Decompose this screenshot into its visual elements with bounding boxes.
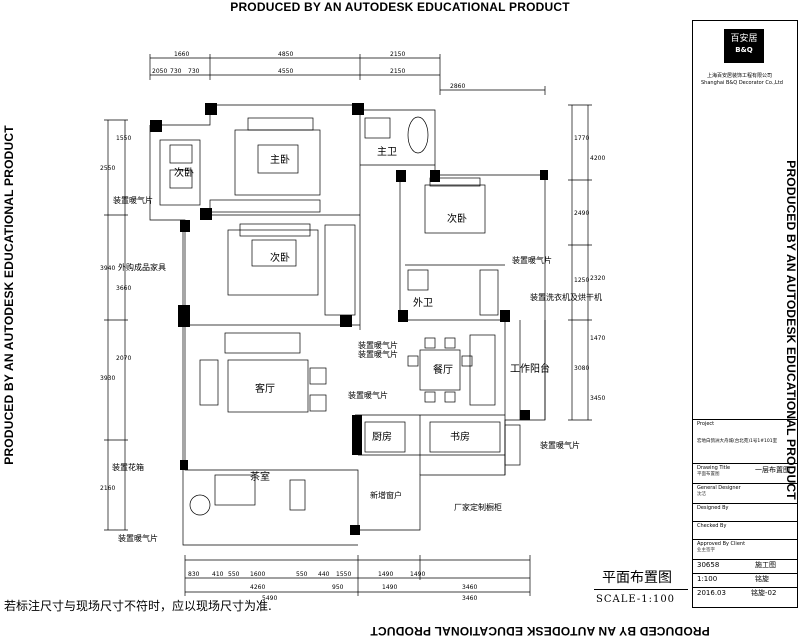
drawing-title-value: 平面布置图 <box>697 472 720 477</box>
dim-right-8: 3450 <box>590 395 605 402</box>
plan-title: 平面布置图 <box>602 570 672 586</box>
title-block: 百安居 B&Q 上海百安居装饰工程有限公司 Shanghai B&Q Decor… <box>692 20 798 608</box>
logo-en: B&Q <box>735 46 753 54</box>
annotation-radiator-3: 装置暖气片 <box>358 349 398 359</box>
room-label-guest-bath: 外卫 <box>413 297 433 309</box>
dim-bottom-12: 1490 <box>382 584 397 591</box>
dim-top-3: 2150 <box>390 51 405 58</box>
room-label-tea-room: 茶室 <box>250 470 270 483</box>
designer-label: General Designer <box>697 485 741 491</box>
room-label-bed4: 次卧 <box>174 166 194 179</box>
dim-top-1: 1660 <box>174 51 189 58</box>
annotation-washer: 装置洗衣机及烘干机 <box>530 292 602 302</box>
company-name-en: Shanghai B&Q Decorator Co.,Ltd <box>701 80 783 86</box>
plan-scale: SCALE-1:100 <box>596 594 676 605</box>
annotation-radiator-4: 装置暖气片 <box>348 390 388 400</box>
dim-top-2: 4850 <box>278 51 293 58</box>
designer-value: 沈洁 <box>697 492 706 497</box>
drawing-title-label: Drawing Title <box>697 465 731 471</box>
annotation-radiator-6: 装置暖气片 <box>540 440 580 450</box>
dim-left-3: 3930 <box>100 375 115 382</box>
designed-by-label: Designed By <box>697 505 729 511</box>
dim-right-5: 4200 <box>590 155 605 162</box>
company-logo: 百安居 B&Q <box>724 29 764 63</box>
approved-value: 业主签字 <box>697 548 715 553</box>
dim-left-1: 2550 <box>100 165 115 172</box>
annotation-cabinet: 外购成品家具 <box>118 262 166 272</box>
drawing-no: 铭旋-02 <box>751 589 777 597</box>
dim-bottom-7: 1550 <box>336 571 351 578</box>
room-label-study: 书房 <box>450 430 470 443</box>
room-label-master-bed: 主卧 <box>270 153 290 166</box>
room-label-living: 客厅 <box>255 382 275 395</box>
room-label-utility: 工作阳台 <box>510 362 550 375</box>
project-label: Project <box>697 421 715 427</box>
annotation-flower-box: 装置花箱 <box>112 462 144 472</box>
dim-bottom-10: 4260 <box>250 584 265 591</box>
checked-by-label: Checked By <box>697 523 727 529</box>
project-value: 宏地白鸽洲大舟城(台北苑)1号1#101室 <box>697 439 778 444</box>
dim-top-8: 2150 <box>390 68 405 75</box>
dim-right-1: 1770 <box>574 135 589 142</box>
dim-bottom-3: 550 <box>228 571 240 578</box>
logo-cn: 百安居 <box>730 34 758 44</box>
dim-bottom-8: 1490 <box>378 571 393 578</box>
dim-top-5: 730 <box>170 68 182 75</box>
room-label-dining: 餐厅 <box>433 363 453 376</box>
room-label-bed3: 次卧 <box>270 251 290 264</box>
dim-bottom-1: 830 <box>188 571 200 578</box>
dim-bottom-2: 410 <box>212 571 224 578</box>
dim-right-3: 1250 <box>574 277 589 284</box>
dim-bottom-15: 3460 <box>462 595 477 602</box>
dim-bottom-5: 550 <box>296 571 308 578</box>
dim-bottom-13: 3460 <box>462 584 477 591</box>
order-no: 30658 <box>697 561 720 569</box>
scale-value: 1:100 <box>697 575 718 583</box>
room-label-master-bath: 主卫 <box>377 146 397 158</box>
dim-top-9: 2860 <box>450 83 465 90</box>
annotation-radiator-2: 装置暖气片 <box>358 340 398 350</box>
dim-top-6: 730 <box>188 68 200 75</box>
status: 施工图 <box>755 561 776 569</box>
dim-bottom-6: 440 <box>318 571 330 578</box>
annotation-radiator-7: 装置暖气片 <box>118 533 158 543</box>
dim-top-4: 2050 <box>152 68 167 75</box>
dim-left-2: 3940 <box>100 265 115 272</box>
room-label-second-bed: 次卧 <box>447 212 467 225</box>
dim-left-4: 2160 <box>100 485 115 492</box>
dim-right-6: 2320 <box>590 275 605 282</box>
dim-right-2: 2490 <box>574 210 589 217</box>
dim-bottom-11: 950 <box>332 584 344 591</box>
annotation-custom-cabinet: 厂家定制橱柜 <box>454 502 502 512</box>
annotation-radiator-5: 装置暖气片 <box>512 255 552 265</box>
dim-bottom-9: 1490 <box>410 571 425 578</box>
ratio-value: 铭旋 <box>755 575 769 583</box>
company-name-cn: 上海百安居装饰工程有限公司 <box>707 73 773 79</box>
dim-right-4: 3080 <box>574 365 589 372</box>
dim-left-6: 3660 <box>116 285 131 292</box>
dim-right-7: 1470 <box>590 335 605 342</box>
approved-label: Approved By Client <box>697 541 746 547</box>
site-note: 若标注尺寸与现场尺寸不符时，应以现场尺寸为准. <box>4 599 272 613</box>
dim-top-7: 4550 <box>278 68 293 75</box>
annotation-window: 新增窗户 <box>370 490 402 500</box>
date-value: 2016.03 <box>697 589 726 597</box>
dim-bottom-4: 1600 <box>250 571 265 578</box>
drawing-title-side: 一层布置图 <box>755 466 790 474</box>
dim-bottom-14: 5490 <box>262 595 277 602</box>
watermark-top: PRODUCED BY AN AUTODESK EDUCATIONAL PROD… <box>230 0 570 14</box>
dim-left-5: 1550 <box>116 135 131 142</box>
annotation-radiator-1: 装置暖气片 <box>113 195 153 205</box>
room-label-kitchen: 厨房 <box>372 430 392 443</box>
dim-left-7: 2070 <box>116 355 131 362</box>
